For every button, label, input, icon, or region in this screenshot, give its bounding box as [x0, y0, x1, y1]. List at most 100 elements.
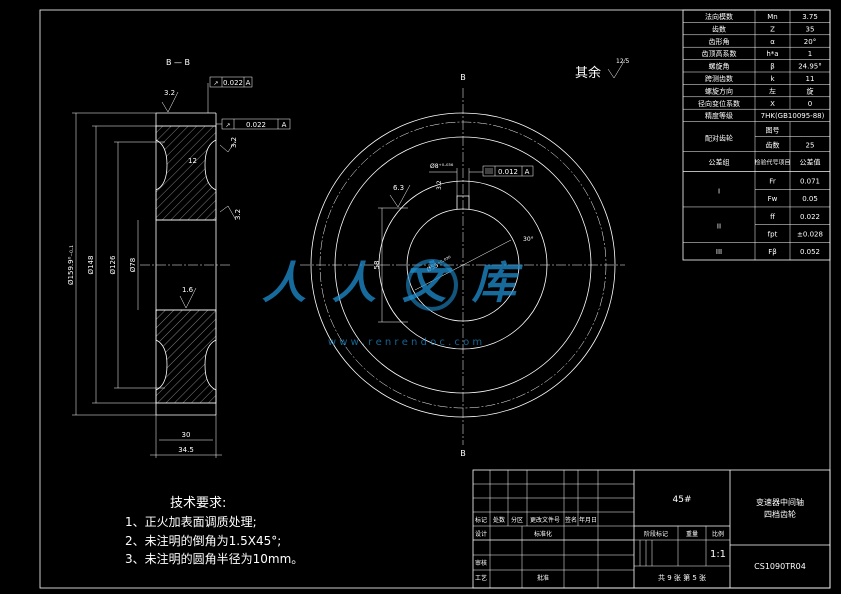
note-3: 3、未注明的圆角半径为10mm。 — [125, 551, 303, 566]
roughness-symbol: 1.6 — [179, 286, 197, 309]
tol-code: Fβ — [768, 248, 777, 256]
tol-group: II — [717, 223, 721, 231]
label-weight: 重量 — [686, 530, 698, 538]
tol-group: I — [718, 187, 720, 195]
label-process: 工艺 — [475, 574, 487, 582]
svg-text:A: A — [246, 79, 251, 87]
note-2: 2、未注明的倒角为1.5X45°; — [125, 533, 281, 548]
tol-value: 0.022 — [800, 213, 820, 221]
mating-drawing-no: 图号 — [766, 127, 780, 135]
tol-group: III — [716, 248, 722, 256]
param-name: 径向变位系数 — [698, 99, 740, 108]
svg-text:0.022: 0.022 — [246, 121, 266, 129]
dim-outer-diameter: Ø159.9⁰₋₀.₁ — [67, 245, 75, 285]
dim-height-32: 3.2 — [436, 180, 443, 190]
tol-header-value: 公差值 — [800, 158, 821, 167]
param-symbol: k — [770, 75, 775, 83]
tol-code: ff — [770, 213, 775, 221]
param-value: 11 — [806, 75, 815, 83]
section-marker-bottom: B — [460, 449, 466, 458]
tol-value: 0.071 — [800, 177, 820, 185]
runout-frame: ↗ 0.022 A — [207, 76, 253, 113]
drawing-frame — [39, 9, 831, 589]
watermark-logo: 人人文库 — [262, 258, 542, 309]
dim-angle: 30° — [523, 236, 534, 243]
mating-label: 配对齿轮 — [705, 134, 733, 143]
dim-width-30: 30 — [182, 431, 191, 439]
tol-code: Fr — [769, 177, 776, 185]
svg-text:0.022: 0.022 — [223, 79, 243, 87]
label-count: 处数 — [493, 516, 505, 524]
param-value: 20° — [804, 38, 816, 46]
svg-text:A: A — [525, 168, 530, 176]
technical-requirements: 技术要求: 1、正火加表面调质处理; 2、未注明的倒角为1.5X45°; 3、未… — [125, 496, 303, 566]
watermark-url: w w w . r e n r e n d o c . c o m — [328, 337, 482, 348]
param-symbol: β — [770, 63, 774, 71]
param-name: 齿形角 — [709, 37, 730, 46]
svg-text:↗: ↗ — [225, 122, 230, 129]
svg-text:12.5: 12.5 — [616, 58, 630, 65]
param-symbol: X — [770, 100, 775, 108]
dim-width-34-5: 34.5 — [178, 446, 194, 454]
svg-text:1.6: 1.6 — [182, 286, 194, 294]
sheet-count: 共 9 张 第 5 张 — [658, 573, 706, 582]
tol-value: ±0.028 — [797, 230, 823, 238]
material: 45# — [673, 495, 692, 505]
tol-header-group: 公差组 — [709, 158, 730, 167]
param-value: 7HK(GB10095-88) — [761, 112, 825, 120]
section-label: B — B — [166, 58, 190, 67]
dim-d78: Ø78 — [129, 258, 137, 272]
dim-r12: 12 — [188, 157, 197, 165]
label-review: 审核 — [475, 559, 487, 567]
label-stage: 阶段标记 — [644, 530, 668, 538]
param-value: 35 — [806, 25, 815, 33]
runout-frame: ↗ 0.022 A — [216, 118, 291, 130]
param-value: 1 — [808, 50, 812, 58]
other-roughness-note: 其余 12.5 — [575, 57, 630, 81]
symmetry-frame: 0.012 A — [469, 165, 534, 177]
param-value: 旋 — [807, 86, 814, 95]
svg-text:3.2: 3.2 — [164, 89, 175, 97]
mating-teeth-label: 齿数 — [766, 141, 780, 150]
label-sign: 签名 — [565, 516, 577, 524]
svg-text:0.012: 0.012 — [498, 168, 518, 176]
notes-title: 技术要求: — [170, 496, 226, 511]
tol-value: 0.052 — [800, 248, 820, 256]
scale-value: 1:1 — [710, 549, 726, 560]
tol-code: Fw — [768, 195, 778, 203]
dim-slot-width: Ø8⁺⁰·⁰³⁶ — [430, 163, 454, 170]
param-name: 法向模数 — [705, 12, 733, 21]
dim-d148: Ø148 — [87, 256, 95, 275]
svg-text:↗: ↗ — [213, 80, 218, 87]
param-symbol: Mn — [767, 13, 777, 21]
tol-header-item: 检验代号项目 — [754, 159, 790, 167]
label-approve: 批准 — [537, 574, 549, 582]
dim-keyway-depth: 58 — [373, 261, 381, 270]
watermark: 人人文库 w w w . r e n r e n d o c . c o m — [262, 258, 542, 348]
label-zone: 分区 — [511, 516, 523, 524]
svg-text:6.3: 6.3 — [393, 184, 404, 192]
svg-text:3.2: 3.2 — [230, 137, 238, 148]
param-name: 螺旋角 — [709, 62, 730, 71]
part-name-line1: 变速器中间轴 — [756, 497, 804, 507]
param-value: 3.75 — [802, 13, 818, 21]
section-view: B — B Ø159.9⁰₋₀.₁ Ø148 Ø126 Ø78 — [67, 58, 291, 458]
tol-code: fpt — [768, 230, 778, 238]
section-marker-top: B — [460, 73, 466, 82]
param-name: 齿顶高系数 — [702, 49, 737, 58]
drawing-number: CS1090TR04 — [754, 562, 806, 571]
param-symbol: α — [770, 38, 775, 46]
param-name: 跨测齿数 — [705, 74, 733, 83]
param-symbol: Z — [770, 25, 775, 33]
dim-d126: Ø126 — [109, 255, 117, 274]
svg-text:3.2: 3.2 — [234, 209, 242, 220]
label-date: 年月日 — [579, 516, 597, 524]
param-name: 螺旋方向 — [705, 86, 733, 95]
label-scale: 比例 — [712, 530, 724, 538]
param-name: 齿数 — [712, 24, 726, 33]
param-symbol: 左 — [769, 86, 776, 95]
roughness-symbol: 3.2 — [219, 205, 242, 221]
roughness-symbol: 6.3 — [389, 184, 411, 208]
part-name-line2: 四档齿轮 — [764, 509, 796, 519]
